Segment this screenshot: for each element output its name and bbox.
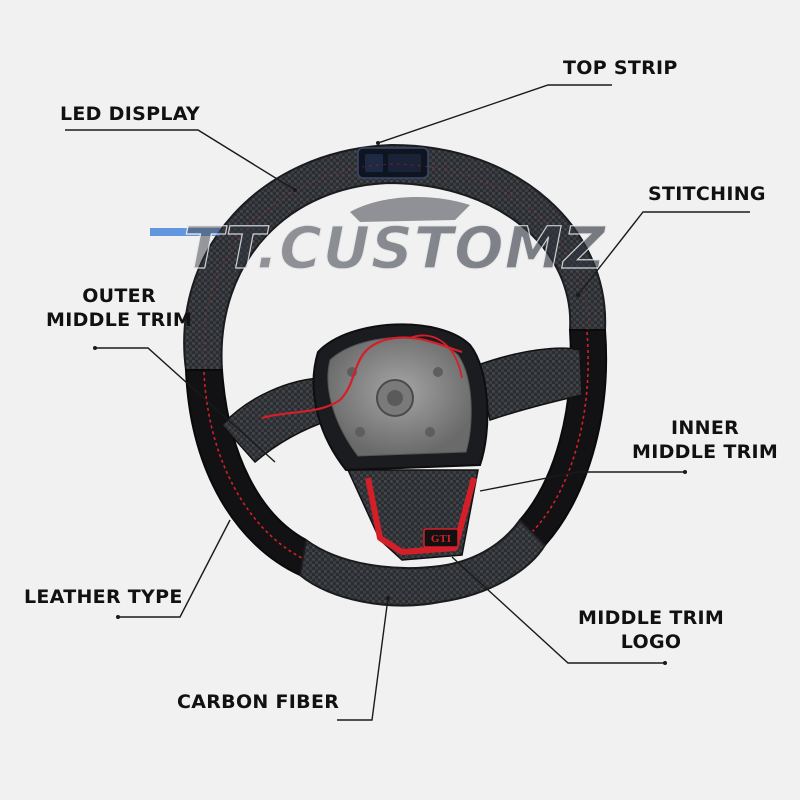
red-wire bbox=[261, 336, 463, 420]
label-inner-middle-trim-line1: INNER bbox=[671, 417, 740, 439]
leader-lines bbox=[65, 84, 750, 721]
label-inner-middle-trim: INNER MIDDLE TRIM bbox=[632, 416, 778, 464]
hub-screw bbox=[355, 427, 365, 437]
red-wire bbox=[409, 334, 463, 379]
rim-carbon-bottom bbox=[298, 518, 547, 607]
right-spoke-trim bbox=[477, 347, 583, 421]
inner-middle-trim-red bbox=[365, 477, 477, 555]
leader-outer-middle-trim bbox=[95, 347, 276, 463]
center-hub bbox=[261, 323, 489, 472]
stitching-line-top bbox=[203, 163, 589, 366]
leader-middle-trim-logo bbox=[451, 556, 665, 664]
watermark-text: TT.CUSTOMZ bbox=[184, 214, 607, 282]
label-top-strip: TOP STRIP bbox=[563, 57, 678, 79]
stitching-line-left bbox=[203, 371, 303, 559]
label-carbon-fiber: CARBON FIBER bbox=[177, 691, 340, 713]
label-outer-middle-trim-line2: MIDDLE TRIM bbox=[46, 309, 193, 331]
watermark-car-icon bbox=[350, 196, 470, 222]
label-led-display: LED DISPLAY bbox=[60, 103, 200, 125]
wheel-spokes: GTI bbox=[220, 347, 583, 561]
label-middle-trim-logo: MIDDLE TRIM LOGO bbox=[578, 606, 724, 654]
label-leather-type: LEATHER TYPE bbox=[24, 586, 183, 608]
hub-screw bbox=[425, 427, 435, 437]
leader-carbon-fiber bbox=[337, 597, 389, 721]
label-outer-middle-trim-line1: OUTER bbox=[82, 285, 156, 307]
watermark: TT.CUSTOMZ bbox=[150, 196, 607, 283]
wheel-rim bbox=[183, 143, 608, 607]
leader-led-display bbox=[65, 129, 296, 191]
label-stitching: STITCHING bbox=[648, 183, 766, 205]
label-middle-trim-logo-line1: MIDDLE TRIM bbox=[578, 607, 725, 629]
label-middle-trim-logo-line2: LOGO bbox=[620, 631, 682, 653]
stitching-line-right bbox=[531, 331, 589, 533]
gti-badge bbox=[423, 528, 459, 548]
leader-stitching bbox=[577, 211, 750, 296]
gti-badge-text: GTI bbox=[431, 533, 451, 545]
led-segment bbox=[388, 154, 421, 172]
hub-screw bbox=[433, 367, 443, 377]
leader-leather-type bbox=[118, 519, 231, 618]
leader-top-strip bbox=[377, 84, 612, 144]
hub-bolt-core bbox=[387, 390, 403, 406]
led-segment bbox=[365, 154, 383, 172]
leader-inner-middle-trim bbox=[479, 471, 685, 492]
label-inner-middle-trim-line2: MIDDLE TRIM bbox=[632, 441, 779, 463]
watermark-blue-bar bbox=[150, 228, 220, 236]
label-outer-middle-trim: OUTER MIDDLE TRIM bbox=[46, 284, 192, 332]
